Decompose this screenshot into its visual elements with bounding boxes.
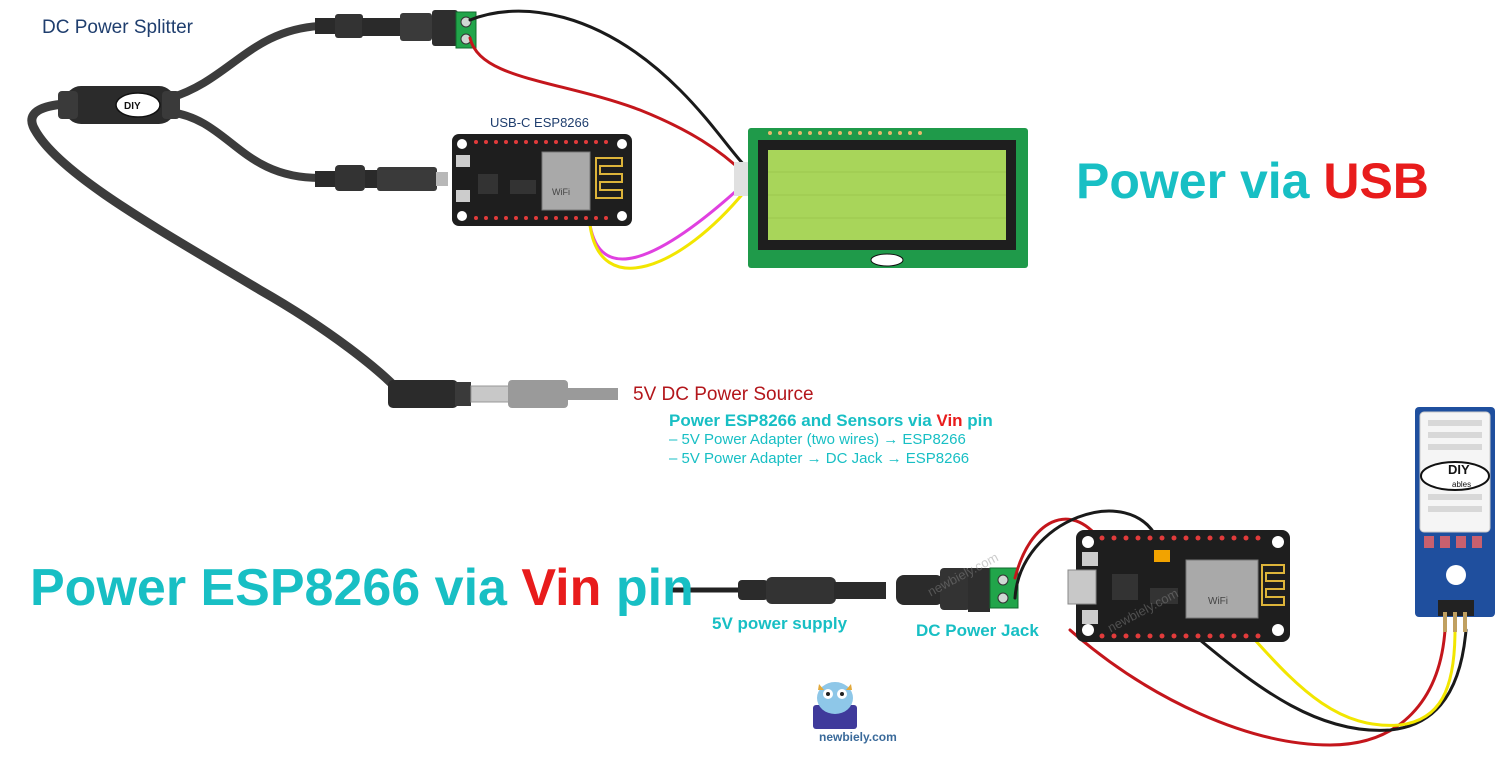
- dc-power-jack: [896, 567, 1019, 612]
- dc-power-splitter-label: DC Power Splitter: [42, 17, 193, 38]
- vin-note-1: – 5V Power Adapter (two wires) → ESP8266: [669, 431, 966, 448]
- usb-text: USB: [1323, 153, 1429, 209]
- owl-mascot-icon: [813, 682, 857, 729]
- psu-label: 5V power supply: [712, 614, 848, 633]
- power-source-label: 5V DC Power Source: [633, 384, 814, 405]
- splitter-cables: [27, 22, 405, 397]
- vin-note-2: – 5V Power Adapter → DC Jack → ESP8266: [669, 450, 970, 467]
- wifi-chip-label-bottom: WiFi: [1208, 596, 1228, 607]
- usbc-esp8266-label: USB-C ESP8266: [490, 115, 589, 130]
- sensor-logo-ables: ables: [1452, 480, 1471, 489]
- big-prefix: Power ESP8266 via: [30, 559, 522, 617]
- dht-sensor-module: DIY ables: [1415, 407, 1495, 632]
- esp8266-bottom-board: WiFi: [1067, 530, 1290, 642]
- dc-jack-label: DC Power Jack: [916, 621, 1039, 640]
- lcd-display: [734, 128, 1028, 268]
- big-suffix: pin: [601, 559, 694, 617]
- lcd-power-wires: [468, 9, 747, 270]
- bottom-dc-plug: [388, 380, 618, 408]
- esp8266-top-board: WiFi: [452, 134, 632, 226]
- vin-title-prefix: Power ESP8266 and Sensors via: [669, 411, 937, 430]
- splitter-logo-text: DIY: [124, 101, 141, 112]
- splitter-hub: DIY: [58, 86, 180, 124]
- usb-plug: [315, 165, 448, 191]
- power-via-vin-heading: Power ESP8266 via Vin pin: [30, 558, 694, 618]
- bottom-wires: [1013, 509, 1468, 747]
- vin-title-vin: Vin: [936, 411, 963, 430]
- sensor-logo-diy: DIY: [1448, 462, 1470, 477]
- power-via-usb-heading: Power via USB: [1076, 152, 1429, 210]
- vin-note-title: Power ESP8266 and Sensors via Vin pin: [669, 411, 993, 431]
- vin-title-suffix: pin: [962, 411, 993, 430]
- wifi-chip-label: WiFi: [552, 187, 570, 197]
- website-link[interactable]: newbiely.com: [819, 730, 897, 744]
- psu-cable: [670, 577, 886, 604]
- power-via-text: Power via: [1076, 153, 1324, 209]
- top-dc-connector: [315, 10, 477, 49]
- big-vin: Vin: [521, 559, 602, 617]
